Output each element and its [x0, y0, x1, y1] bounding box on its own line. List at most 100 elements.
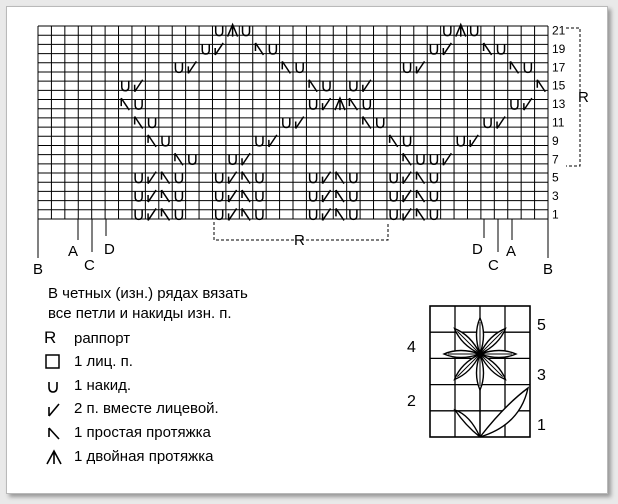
k2tog-mark: [402, 189, 412, 203]
yarn-over-mark: [174, 172, 184, 184]
ssk-mark: [160, 207, 171, 221]
yarn-over-icon: [48, 382, 58, 393]
k2tog-mark: [147, 207, 157, 221]
legend-knit-text: 1 лиц. п.: [74, 353, 133, 370]
ssk-mark: [241, 171, 251, 185]
row-number: 1: [552, 207, 559, 221]
k2tog-mark: [294, 116, 305, 129]
row-number: 11: [552, 116, 565, 130]
marker-label: D: [104, 241, 115, 258]
ssk-mark: [308, 79, 318, 93]
ssk-mark: [160, 189, 171, 203]
motif-petal-vein: [479, 353, 503, 377]
k2tog-mark: [321, 171, 332, 185]
yarn-over-mark: [174, 209, 184, 221]
yarn-over-mark: [402, 62, 412, 74]
knit-stitch-icon: [45, 354, 60, 369]
ssk-mark: [415, 189, 426, 203]
repeat-symbol: R: [44, 328, 57, 347]
ssk-mark: [482, 42, 493, 56]
row-number: 17: [552, 60, 566, 74]
ssk-mark: [335, 171, 345, 185]
yarn-over-mark: [308, 191, 318, 202]
ssk-mark: [335, 189, 345, 203]
ssk-mark: [415, 207, 426, 221]
yarn-over-mark: [174, 62, 184, 74]
yarn-over-mark: [429, 209, 439, 221]
k2tog-icon: [48, 403, 60, 417]
k2tog-mark: [147, 189, 157, 203]
yarn-over-mark: [389, 209, 398, 221]
yarn-over-mark: [349, 191, 358, 202]
motif-petal-vein: [457, 331, 481, 355]
motif-petal-vein: [479, 331, 503, 355]
ssk-mark: [133, 116, 144, 129]
ssk-mark: [509, 60, 520, 74]
repeat-label-right: R: [578, 89, 589, 106]
ssk-mark: [120, 97, 130, 111]
yarn-over-mark: [120, 80, 130, 92]
motif-leaf-left: [453, 408, 481, 438]
motif-row-label: 5: [537, 317, 546, 334]
repeat-label-bottom: R: [294, 232, 305, 249]
yarn-over-mark: [389, 172, 398, 184]
marker-label: A: [506, 243, 516, 260]
ssk-mark: [348, 97, 359, 111]
yarn-over-mark: [282, 117, 291, 129]
k2tog-mark: [402, 207, 412, 221]
yarn-over-mark: [255, 135, 264, 147]
k2tog-mark: [321, 97, 332, 111]
ssk-mark: [147, 134, 157, 148]
yarn-over-mark: [255, 191, 264, 202]
yarn-over-mark: [308, 99, 318, 110]
k2tog-mark: [187, 60, 197, 74]
row-number: 19: [552, 42, 566, 56]
row-number: 5: [552, 171, 559, 185]
row-number: 9: [552, 134, 559, 148]
double-decrease-mark: [226, 22, 239, 37]
row-number: 7: [552, 152, 559, 166]
motif-petal: [475, 316, 485, 355]
yarn-over-mark: [496, 43, 506, 55]
k2tog-mark: [321, 207, 332, 221]
ssk-mark: [402, 152, 412, 166]
yarn-over-mark: [443, 25, 452, 37]
legend-ssk-text: 1 простая протяжка: [74, 424, 211, 441]
motif-leaf-right: [479, 386, 530, 438]
ssk-icon: [48, 427, 60, 440]
repeat-bracket-right: [566, 27, 581, 167]
k2tog-mark: [362, 79, 372, 93]
yarn-over-mark: [510, 99, 519, 110]
k2tog-mark: [415, 60, 426, 74]
motif-petal: [479, 353, 507, 381]
marker-label: B: [543, 261, 553, 278]
yarn-over-mark: [188, 154, 197, 166]
yarn-over-mark: [322, 80, 331, 92]
yarn-over-mark: [214, 209, 224, 221]
note-line-2: все петли и накиды изн. п.: [48, 305, 232, 322]
row-number: 15: [552, 79, 566, 93]
yarn-over-mark: [214, 191, 224, 202]
k2tog-mark: [227, 189, 238, 203]
marker-label: D: [472, 241, 483, 258]
row-number: 21: [552, 24, 566, 38]
yarn-over-mark: [295, 62, 304, 74]
motif-row-label: 2: [407, 393, 416, 410]
yarn-over-mark: [349, 80, 358, 92]
motif-row-label: 1: [537, 417, 546, 434]
marker-label: A: [68, 243, 78, 260]
k2tog-mark: [268, 134, 278, 148]
marker-label: C: [84, 257, 95, 274]
motif-petal-vein: [457, 353, 481, 377]
yarn-over-mark: [523, 62, 533, 74]
yarn-over-mark: [349, 209, 358, 221]
k2tog-mark: [227, 207, 238, 221]
ssk-mark: [241, 189, 251, 203]
marker-label: B: [33, 261, 43, 278]
yarn-over-mark: [349, 172, 358, 184]
yarn-over-mark: [134, 99, 143, 110]
yarn-over-mark: [268, 43, 278, 55]
yarn-over-mark: [255, 209, 264, 221]
k2tog-mark: [214, 42, 224, 56]
